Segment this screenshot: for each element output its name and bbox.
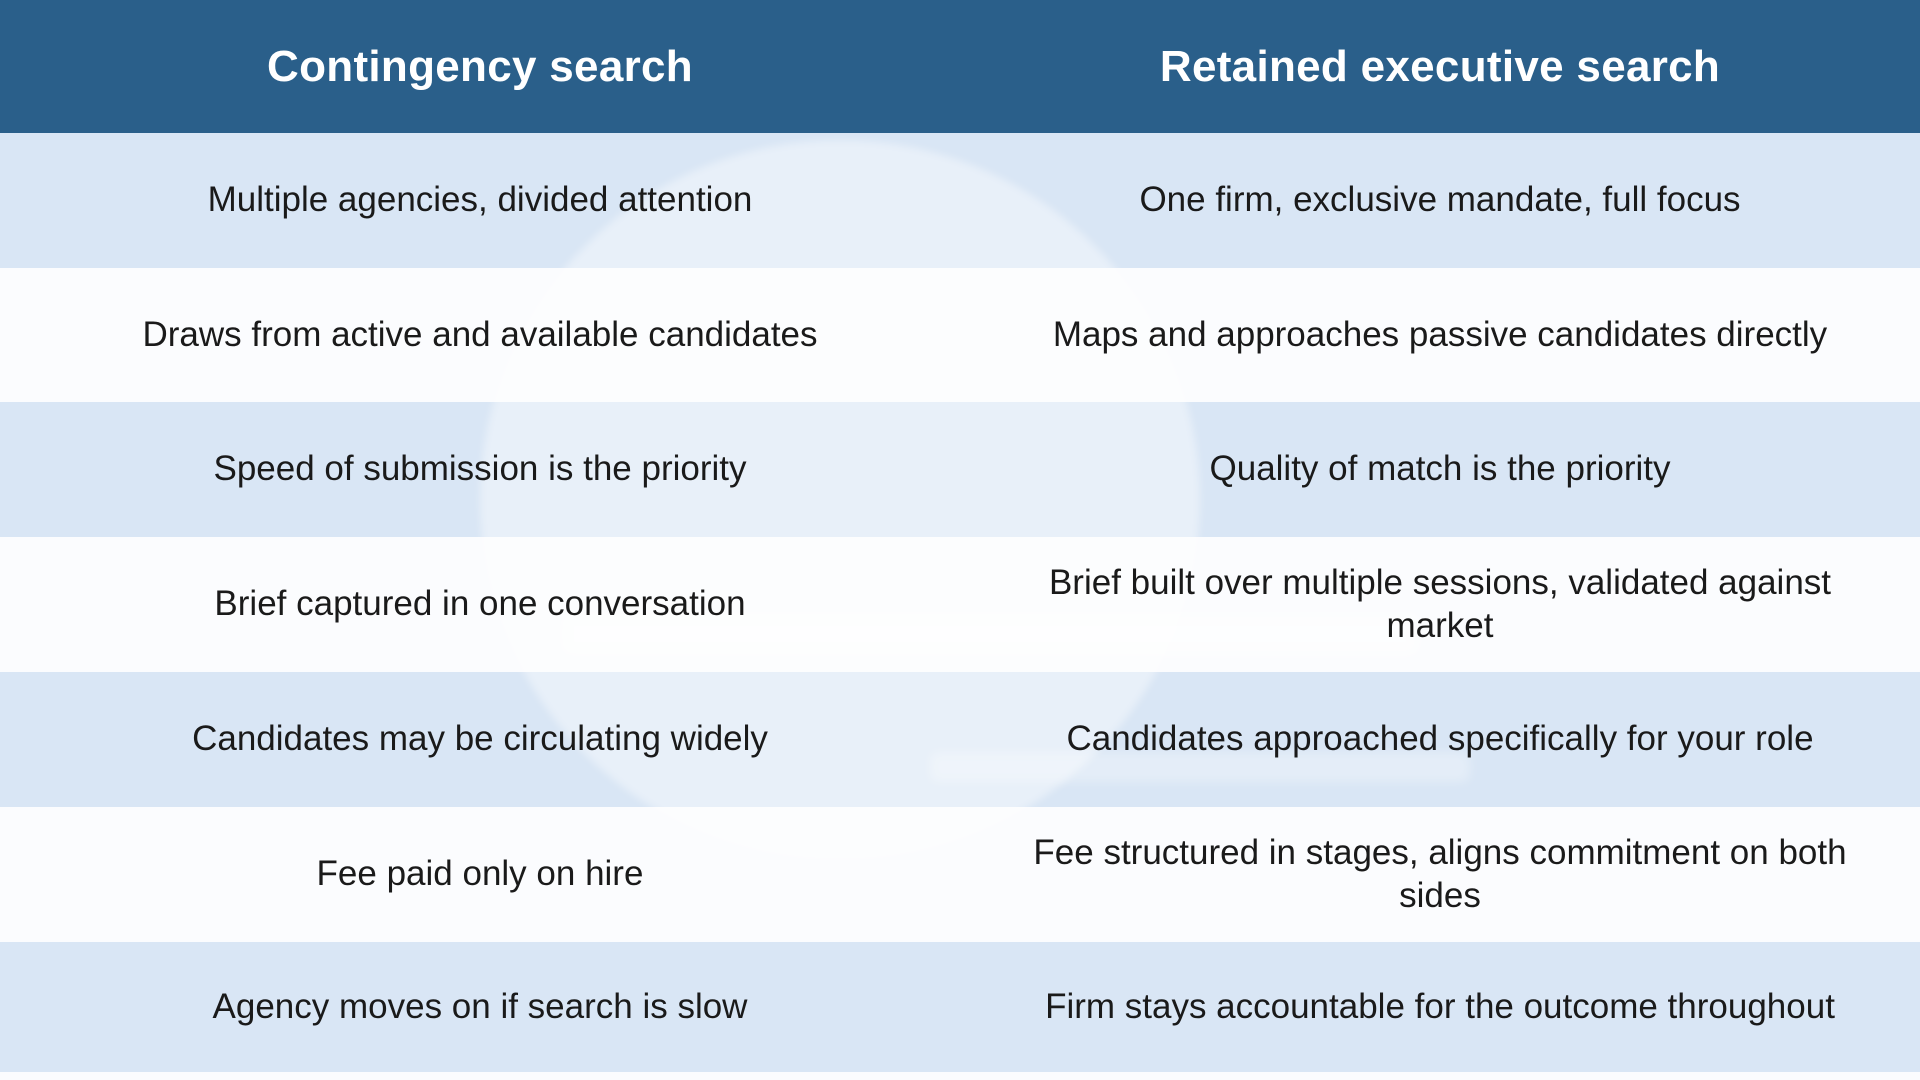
table-header-row: Contingency search Retained executive se… (0, 0, 1920, 133)
cell-contingency: Agency moves on if search is slow (212, 986, 748, 1026)
cell-contingency: Candidates may be circulating widely (192, 719, 768, 759)
table-row: Speed of submission is the priority Qual… (0, 402, 1920, 537)
cell-retained: One firm, exclusive mandate, full focus (1139, 180, 1741, 220)
column-header-contingency: Contingency search (267, 41, 693, 91)
cell-retained: Quality of match is the priority (1209, 449, 1671, 489)
table-row: Agency moves on if search is slow Firm s… (0, 942, 1920, 1072)
table-row: Candidates may be circulating widely Can… (0, 672, 1920, 807)
table-row: Fee paid only on hire Fee structured in … (0, 807, 1920, 942)
cell-retained: Maps and approaches passive candidates d… (1052, 314, 1828, 354)
cell-contingency: Multiple agencies, divided attention (207, 180, 753, 220)
cell-contingency: Brief captured in one conversation (214, 584, 746, 624)
table-row: Multiple agencies, divided attention One… (0, 133, 1920, 268)
cell-retained: Fee structured in stages, aligns commitm… (1033, 832, 1847, 915)
cell-contingency: Speed of submission is the priority (213, 449, 747, 489)
cell-contingency: Draws from active and available candidat… (142, 314, 818, 354)
cell-retained: Candidates approached specifically for y… (1066, 719, 1814, 759)
table-row: Draws from active and available candidat… (0, 268, 1920, 402)
cell-contingency: Fee paid only on hire (316, 854, 644, 894)
table-row: Brief captured in one conversation Brief… (0, 537, 1920, 672)
cell-retained: Firm stays accountable for the outcome t… (1045, 986, 1835, 1026)
column-header-retained: Retained executive search (1159, 41, 1721, 91)
cell-retained: Brief built over multiple sessions, vali… (1048, 562, 1832, 645)
bottom-margin (0, 1072, 1920, 1080)
